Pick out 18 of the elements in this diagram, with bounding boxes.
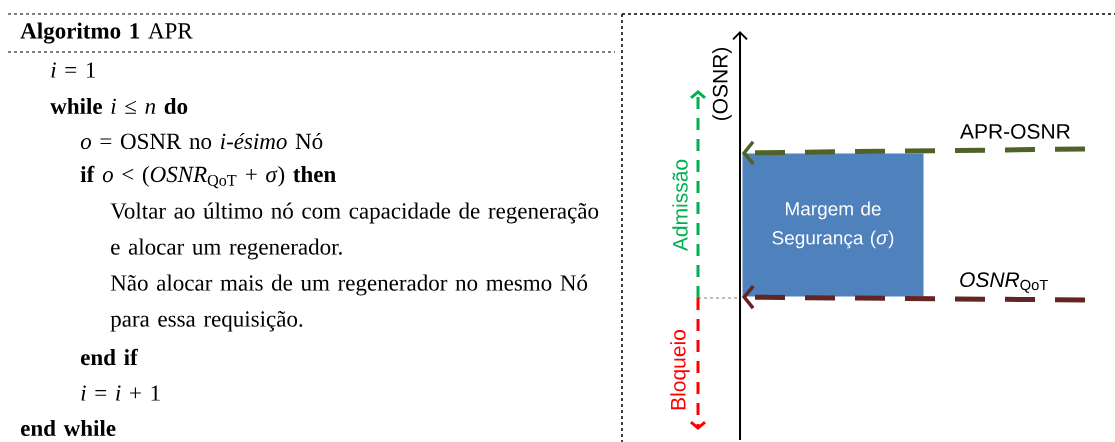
- algorithm-title: Algoritmo 1 APR: [20, 22, 193, 44]
- arrow: [741, 140, 1086, 165]
- algorithm-line: end while: [21, 419, 116, 437]
- algorithm-line: if o < (OSNR$_{QoT}$ + σ) then: [80, 165, 336, 189]
- algorithm-line: i = 1: [51, 62, 95, 78]
- region-label: Bloqueio: [670, 330, 690, 410]
- algorithm-line: o = OSNR no i-ésimo Nó: [80, 132, 323, 150]
- arrow: [741, 285, 1086, 310]
- margin-box: Margem de Segurança (σ): [741, 152, 925, 298]
- region-label: Admissão: [672, 159, 688, 252]
- algorithm-line: while i ≤ n do: [50, 97, 188, 115]
- axis-label: (OSNR): [712, 48, 732, 121]
- algorithm-line: i = i + 1: [81, 385, 160, 401]
- line-label: OSNR$_{QoT}$: [960, 272, 1048, 293]
- line-label: APR-OSNR: [960, 123, 1070, 139]
- algorithm-line: Não alocar mais de um regenerador no mesmo Nó para essa requisição.: [110, 274, 588, 332]
- algorithm-line: end if: [81, 348, 138, 366]
- algorithm-line: Voltar ao último nó com capacidade de regeneração e alocar um regenerador.: [110, 202, 599, 260]
